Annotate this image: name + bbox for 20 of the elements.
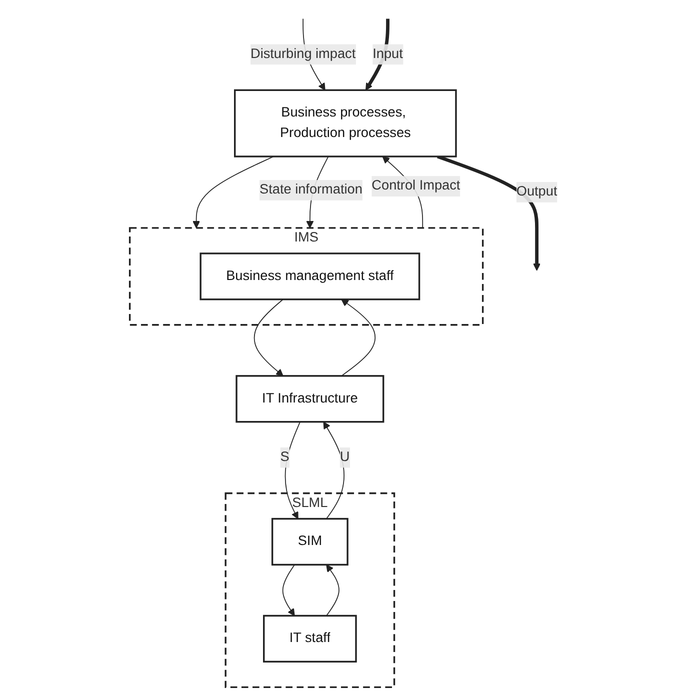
arrow <box>282 564 295 616</box>
arrow <box>323 422 344 520</box>
arrow <box>254 298 284 376</box>
arrow <box>326 564 340 616</box>
arrow <box>192 156 274 228</box>
node-box: Business management staff <box>200 252 420 300</box>
node-box: IT Infrastructure <box>236 375 384 423</box>
edge-label: U <box>340 450 350 464</box>
arrow <box>341 299 376 376</box>
edge-label: Control Impact <box>372 178 460 194</box>
edge-label: S <box>280 450 290 464</box>
arrow <box>284 421 300 520</box>
edge-label: Output <box>516 184 558 200</box>
edge-label: Disturbing impact <box>250 46 356 62</box>
arrow <box>436 154 541 271</box>
node-box: SIM <box>271 518 348 566</box>
edge-label: Input <box>372 46 403 62</box>
node-box: IT staff <box>263 614 357 663</box>
edge-label: State information <box>260 182 362 198</box>
node-box: Business processes, Production processes <box>234 89 457 158</box>
